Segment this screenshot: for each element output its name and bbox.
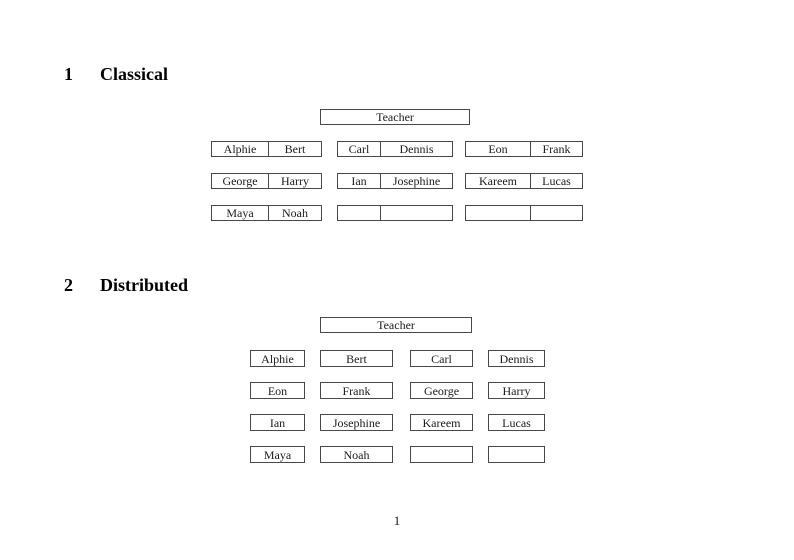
teacher-box-classical: Teacher: [320, 109, 470, 125]
desk-seat-right: Josephine: [392, 174, 441, 188]
seat-box: Maya: [250, 446, 305, 463]
seat-box: [488, 446, 545, 463]
desk: Kareem Lucas: [465, 173, 583, 189]
seat-box: Eon: [250, 382, 305, 399]
seat-box: Lucas: [488, 414, 545, 431]
desk-seat-right: [381, 206, 452, 220]
seat-box: Josephine: [320, 414, 393, 431]
section-heading-classical: 1 Classical: [64, 64, 168, 84]
desk-seat-right: Dennis: [399, 142, 434, 156]
desk: [337, 205, 453, 221]
desk: George Harry: [211, 173, 322, 189]
desk-seat-left: [466, 206, 531, 220]
desk-seat-left: [338, 206, 381, 220]
seat-box: Ian: [250, 414, 305, 431]
seat-box: George: [410, 382, 473, 399]
desk-seat-right: Harry: [281, 174, 309, 188]
seat-box: [410, 446, 473, 463]
seat-box: Harry: [488, 382, 545, 399]
desk-seat-left: Ian: [338, 174, 381, 188]
desk-seat-left: Eon: [466, 142, 531, 156]
desk-seat-right: [531, 206, 582, 220]
desk: Ian Josephine: [337, 173, 453, 189]
desk-seat-right: Frank: [542, 142, 571, 156]
seat-box: Bert: [320, 350, 393, 367]
desk-seat-left: Kareem: [466, 174, 531, 188]
desk-seat-left: George: [212, 174, 269, 188]
desk: Alphie Bert: [211, 141, 322, 157]
seat-box: Alphie: [250, 350, 305, 367]
desk-seat-right: Noah: [282, 206, 308, 220]
desk-seat-left: Maya: [212, 206, 269, 220]
section-heading-distributed: 2 Distributed: [64, 275, 188, 295]
page-number: 1: [393, 513, 401, 528]
desk-seat-right: Bert: [284, 142, 306, 156]
seat-box: Kareem: [410, 414, 473, 431]
seat-box: Frank: [320, 382, 393, 399]
desk: [465, 205, 583, 221]
seat-box: Carl: [410, 350, 473, 367]
section-number: 2: [64, 275, 73, 295]
teacher-box-distributed: Teacher: [320, 317, 472, 333]
seat-box: Noah: [320, 446, 393, 463]
desk-seat-left: Alphie: [212, 142, 269, 156]
desk: Maya Noah: [211, 205, 322, 221]
section-title: Classical: [100, 64, 169, 84]
seat-box: Dennis: [488, 350, 545, 367]
desk-seat-right: Lucas: [542, 174, 571, 188]
desk: Eon Frank: [465, 141, 583, 157]
desk: Carl Dennis: [337, 141, 453, 157]
desk-seat-left: Carl: [338, 142, 381, 156]
section-number: 1: [64, 64, 73, 84]
section-title: Distributed: [100, 275, 189, 295]
